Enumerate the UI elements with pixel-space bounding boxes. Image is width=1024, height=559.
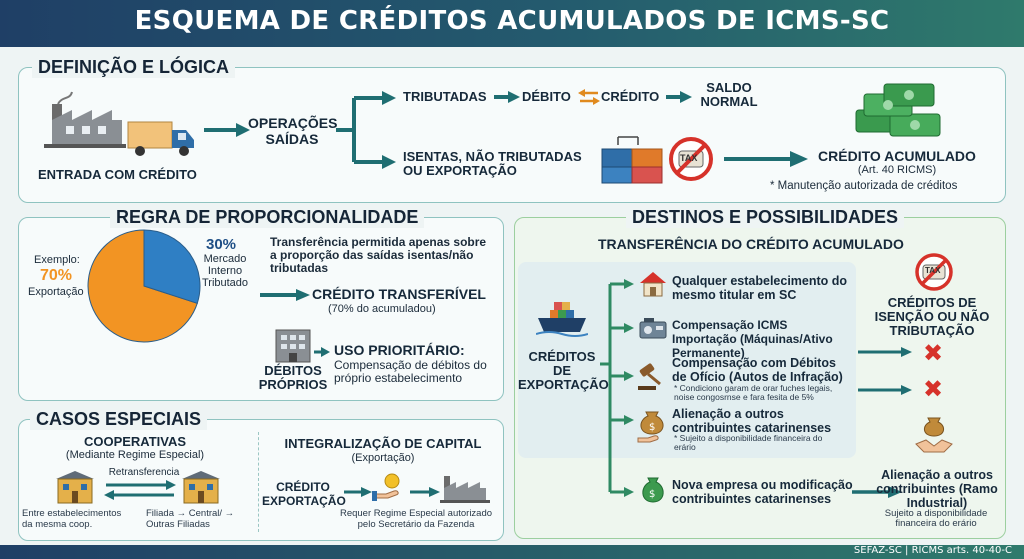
arrow-to-uso [314, 347, 330, 357]
no-tax-icon [669, 137, 713, 181]
arrow-to-x-2 [858, 385, 912, 395]
arrow-exportacao-to-hand [344, 487, 372, 497]
retransferencia-label: Retransferencia [108, 467, 180, 478]
x-mark-2: ✖ [922, 375, 944, 403]
svg-text:$: $ [649, 422, 655, 433]
hand-coin-icon [372, 473, 400, 501]
entrada-label: ENTRADA COM CRÉDITO [38, 167, 197, 182]
credito-transferivel-label: CRÉDITO TRANSFERÍVEL [312, 286, 486, 302]
pct-exportacao: 70% [40, 267, 73, 284]
cooperativas-sub: (Mediante Regime Especial) [65, 449, 205, 461]
uso-prioritario-label: USO PRIORITÁRIO: [334, 342, 465, 358]
destinos-title: DESTINOS E POSSIBILIDADES [626, 207, 905, 228]
entre-label: Entre estabelecimentos da mesma coop. [22, 508, 122, 530]
money-bag-hand-icon: $ [637, 411, 664, 443]
arrow-to-alienacao [852, 486, 902, 498]
isentas-label: ISENTAS, NÃO TRIBUTADAS OU EXPORTAÇÃO [403, 149, 582, 178]
integralizacao-label: INTEGRALIZAÇÃO DE CAPITAL [284, 436, 482, 451]
filiada-label: Filiada → Central/ → Outras Filiadas [146, 508, 235, 530]
footer-text: SEFAZ-SC | RICMS arts. 40-40-C [853, 545, 1012, 556]
alienacao-note: Sujeito a disponibilidade financeira do … [884, 508, 988, 529]
destino-item-2-label: Compensação ICMS Importação (Máquinas/At… [672, 318, 833, 360]
alienacao-label: Alienação a outros contribuintes (Ramo I… [876, 468, 998, 510]
proporcionalidade-title: REGRA DE PROPORCIONALIDADE [110, 207, 425, 228]
integralizacao-sub: (Exportação) [351, 452, 415, 464]
destinos-subtitle: TRANSFERÊNCIA DO CRÉDITO ACUMULADO [598, 236, 904, 252]
requer-label: Requer Regime Especial autorizado pelo S… [339, 508, 493, 530]
money-stack-icon [855, 83, 941, 137]
footer-bar: SEFAZ-SC | RICMS arts. 40-40-C [0, 545, 1024, 559]
arrow-hand-to-factory [410, 487, 440, 497]
house-icon [640, 272, 666, 297]
transferencia-text: Transferência permitida apenas sobre a p… [270, 235, 487, 275]
casos-divider [258, 432, 259, 532]
arrow-to-saldo [666, 91, 692, 103]
destino-item-5-label: Nova empresa ou modificação contribuinte… [672, 478, 853, 506]
destino-item-3-note: * Condiciono garam de orar fuches legais… [674, 383, 833, 402]
destinos-tree-arrows [600, 279, 634, 497]
cooperative-building-right-icon [182, 471, 220, 504]
page-title: ESQUEMA DE CRÉDITOS ACUMULADOS DE ICMS-S… [134, 6, 890, 36]
factory-icon [44, 91, 126, 148]
definicao-title: DEFINIÇÃO E LÓGICA [32, 57, 236, 78]
no-tax-text: TAX [680, 153, 698, 163]
exemplo-label: Exemplo: [34, 254, 80, 266]
money-bag-icon: $ [642, 477, 664, 503]
branch-arrows [336, 91, 396, 169]
manutencao-note: * Manutenção autorizada de créditos [770, 180, 958, 192]
arrow-to-debito [494, 91, 520, 103]
arrow-to-transferivel [260, 289, 310, 301]
truck-icon [127, 121, 194, 156]
credito-exportacao-label: CRÉDITO EXPORTAÇÃO [262, 480, 346, 508]
credito-acumulado-art: (Art. 40 RICMS) [857, 164, 937, 176]
debitos-proprios-label: DÉBITOS PRÓPRIOS [258, 363, 328, 392]
destino-item-4-note: * Sujeito a disponibilidade financeira d… [674, 433, 823, 452]
machine-icon [639, 318, 667, 339]
factory-small-icon [440, 476, 490, 503]
no-tax-text-2: TAX [925, 266, 941, 275]
arrow-to-credito-acumulado [724, 151, 808, 167]
panel-casos [18, 419, 504, 541]
destino-item-3-label: Compensação com Débitos de Ofício (Autos… [672, 356, 843, 384]
cooperativas-label: COOPERATIVAS [83, 434, 187, 449]
tributadas-label: TRIBUTADAS [403, 89, 487, 104]
retransferencia-arrows [104, 480, 176, 500]
cooperative-building-left-icon [56, 471, 94, 504]
handshake-icon [915, 417, 953, 453]
ship-icon [536, 302, 588, 337]
label-mercado: Mercado Interno Tributado [201, 253, 249, 289]
header-bar: ESQUEMA DE CRÉDITOS ACUMULADOS DE ICMS-S… [0, 0, 1024, 47]
credito-label: CRÉDITO [601, 89, 660, 104]
pie-slice-exportacao [87, 229, 198, 343]
uso-prioritario-sub: Compensação de débitos do próprio estabe… [334, 358, 487, 385]
building-icon [275, 329, 311, 363]
casos-title: CASOS ESPECIAIS [30, 409, 208, 430]
pct-mercado: 30% [206, 236, 237, 253]
operacoes-label: OPERAÇÕES SAÍDAS [248, 115, 338, 147]
swap-arrows-icon [578, 89, 600, 105]
proporcionalidade-pie [87, 229, 201, 343]
arrow-to-operacoes [204, 123, 250, 137]
containers-icon [601, 136, 663, 184]
gavel-icon [638, 363, 661, 390]
destino-item-4-label: Alienação a outros contribuintes catarin… [672, 407, 832, 435]
debito-label: DÉBITO [522, 89, 571, 104]
destinos-inner-panel [518, 262, 856, 458]
credito-acumulado-label: CRÉDITO ACUMULADO [818, 148, 976, 164]
pie-slice-mercado [143, 229, 201, 304]
creditos-isencao-label: CRÉDITOS DE ISENÇÃO OU NÃO TRIBUTAÇÃO [874, 295, 990, 338]
saldo-label: SALDO NORMAL [700, 80, 758, 109]
svg-text:$: $ [649, 489, 655, 500]
credito-transferivel-sub: (70% do acumuladou) [328, 303, 436, 315]
arrow-to-x-1 [858, 347, 912, 357]
label-exportacao: Exportação [28, 286, 84, 298]
x-mark-1: ✖ [922, 339, 944, 367]
creditos-exportacao-label: CRÉDITOS DE EXPORTAÇÃO [518, 349, 609, 392]
destino-item-1-label: Qualquer estabelecimento do mesmo titula… [672, 274, 848, 302]
no-tax-icon-2 [915, 253, 953, 291]
